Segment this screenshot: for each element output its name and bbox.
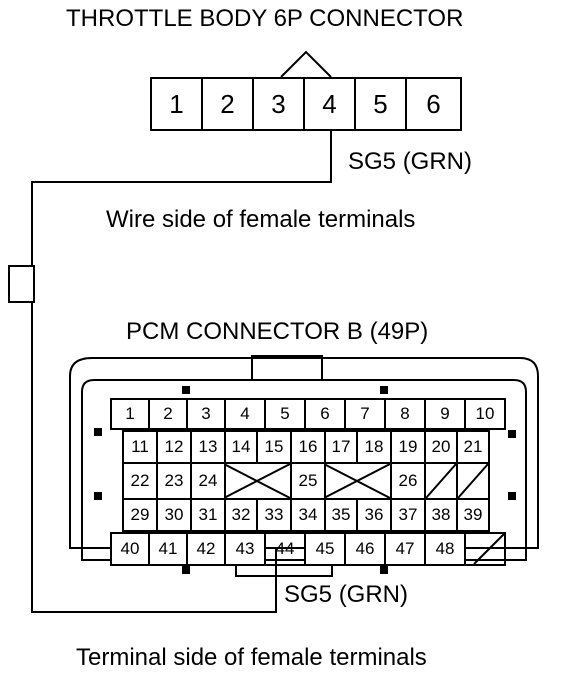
throttle-side-label: Wire side of female terminals (106, 206, 416, 233)
pcm-terminal-15: 15 (256, 430, 292, 464)
pcm-terminal-8: 8 (384, 398, 426, 430)
pcm-terminal-4: 4 (224, 398, 266, 430)
throttle-terminal-1: 1 (150, 77, 203, 131)
pcm-terminal-36: 36 (356, 498, 392, 532)
pcm-blank-cavity (324, 462, 392, 500)
pcm-terminal-20: 20 (424, 430, 458, 464)
pcm-terminal-5: 5 (264, 398, 306, 430)
pcm-terminal-30: 30 (156, 498, 192, 532)
pcm-terminal-29: 29 (122, 498, 158, 532)
pcm-terminal-9: 9 (424, 398, 466, 430)
pcm-terminal-21: 21 (456, 430, 490, 464)
pcm-terminal-18: 18 (356, 430, 392, 464)
pcm-wire-label: SG5 (GRN) (284, 581, 409, 608)
pcm-terminal-6: 6 (304, 398, 346, 430)
throttle-terminal-4: 4 (303, 77, 356, 131)
pcm-blank-cavity (456, 462, 490, 500)
pcm-terminal-34: 34 (290, 498, 326, 532)
throttle-terminal-3: 3 (252, 77, 305, 131)
wire-sg5-upper (31, 131, 332, 266)
pcm-terminal-39: 39 (456, 498, 490, 532)
pcm-terminal-31: 31 (190, 498, 226, 532)
blank-cavity-marks (223, 463, 505, 565)
pcm-blank-cavity (224, 462, 292, 500)
pcm-terminal-42: 42 (186, 532, 226, 566)
pcm-terminal-47: 47 (384, 532, 426, 566)
pcm-terminal-41: 41 (148, 532, 188, 566)
throttle-connector-key (280, 50, 332, 78)
pcm-terminal-38: 38 (424, 498, 458, 532)
pcm-bottom-tab (235, 559, 333, 577)
pcm-top-latch (251, 355, 323, 381)
pcm-terminal-3: 3 (186, 398, 226, 430)
pcm-terminal-37: 37 (390, 498, 426, 532)
pcm-terminal-7: 7 (344, 398, 386, 430)
pcm-terminal-45: 45 (304, 532, 346, 566)
pcm-terminal-12: 12 (156, 430, 192, 464)
throttle-wire-label: SG5 (GRN) (348, 148, 473, 175)
pcm-terminal-46: 46 (344, 532, 386, 566)
throttle-terminal-6: 6 (405, 77, 462, 131)
pcm-terminal-26: 26 (390, 462, 426, 500)
pcm-side-label: Terminal side of female terminals (76, 644, 427, 671)
inline-connector-symbol (8, 265, 35, 303)
pcm-terminal-13: 13 (190, 430, 226, 464)
pcm-terminal-48: 48 (424, 532, 466, 566)
throttle-terminal-2: 2 (201, 77, 254, 131)
pcm-blank-cavity (424, 462, 458, 500)
pcm-terminal-1: 1 (110, 398, 150, 430)
pcm-terminal-11: 11 (122, 430, 158, 464)
pcm-terminal-40: 40 (110, 532, 150, 566)
pcm-terminal-22: 22 (122, 462, 158, 500)
pcm-connector-title: PCM CONNECTOR B (49P) (126, 318, 429, 345)
pcm-blank-cavity (464, 532, 506, 566)
throttle-connector-title: THROTTLE BODY 6P CONNECTOR (66, 5, 464, 32)
pcm-housing-outer (69, 357, 539, 549)
pcm-terminal-24: 24 (190, 462, 226, 500)
pcm-terminal-44: 44 (264, 532, 306, 566)
pcm-terminal-17: 17 (324, 430, 358, 464)
pcm-terminal-10: 10 (464, 398, 506, 430)
pcm-terminal-23: 23 (156, 462, 192, 500)
pcm-terminal-33: 33 (256, 498, 292, 532)
throttle-terminal-5: 5 (354, 77, 407, 131)
pcm-terminal-25: 25 (290, 462, 326, 500)
pcm-terminal-19: 19 (390, 430, 426, 464)
pcm-terminal-32: 32 (224, 498, 258, 532)
pcm-terminal-16: 16 (290, 430, 326, 464)
pcm-terminal-14: 14 (224, 430, 258, 464)
pcm-terminal-43: 43 (224, 532, 266, 566)
pcm-terminal-2: 2 (148, 398, 188, 430)
pcm-terminal-35: 35 (324, 498, 358, 532)
